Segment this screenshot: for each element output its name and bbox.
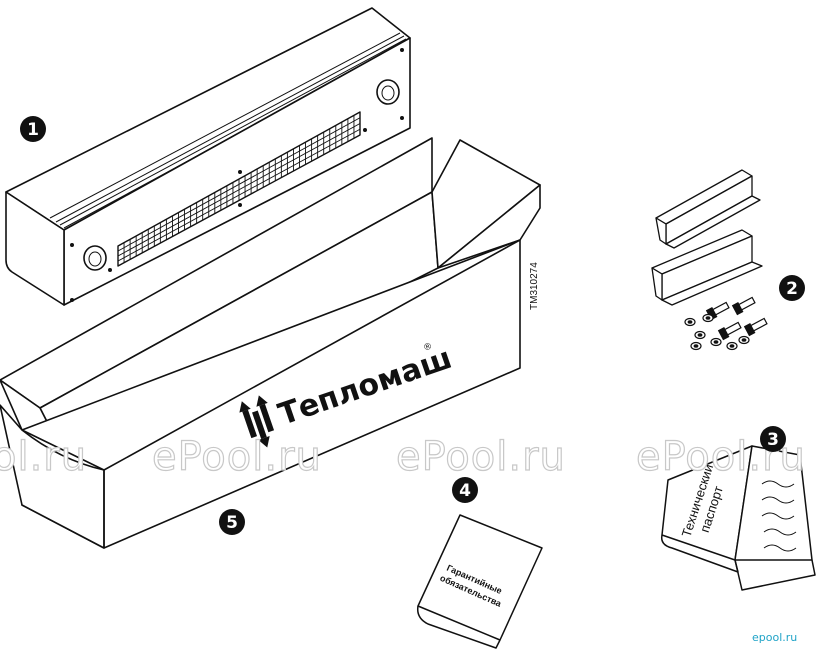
watermark-1: ol.ru — [0, 434, 87, 480]
right-knob — [376, 79, 400, 105]
left-knob — [83, 245, 107, 271]
svg-text:2: 2 — [786, 279, 798, 299]
shipping-box — [0, 137, 541, 549]
callout-3: 3 — [760, 426, 786, 452]
callout-5: 5 — [219, 509, 245, 535]
technical-passport-book — [660, 445, 816, 591]
front-grille — [117, 111, 361, 267]
site-logo: epool.ru — [752, 631, 797, 644]
watermark-3: ePool.ru — [396, 434, 566, 480]
watermark-2: ePool.ru — [152, 434, 322, 480]
box-code: TM310274 — [529, 262, 540, 310]
svg-text:5: 5 — [226, 513, 238, 533]
svg-text:1: 1 — [27, 120, 39, 140]
warranty-booklet — [416, 514, 543, 649]
callout-4: 4 — [452, 477, 478, 503]
registered-mark: ® — [422, 341, 434, 353]
callout-2: 2 — [779, 275, 805, 301]
mounting-brackets — [651, 169, 763, 306]
watermark-4: ePool.ru — [636, 434, 806, 480]
svg-text:3: 3 — [767, 430, 779, 450]
bolts-and-washers — [684, 296, 768, 351]
brand-arrows-icon — [239, 395, 275, 448]
svg-text:4: 4 — [459, 481, 471, 501]
callout-1: 1 — [20, 116, 46, 142]
watermarks: ol.ru ePool.ru ePool.ru ePool.ru — [0, 433, 806, 480]
air-curtain-heater — [5, 7, 411, 306]
